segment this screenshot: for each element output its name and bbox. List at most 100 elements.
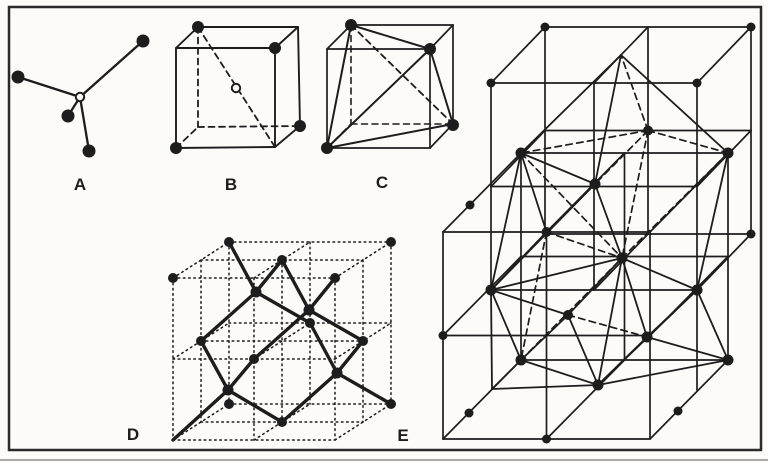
polyhedron-hidden-edges-line [520, 129, 649, 154]
tetrahedron-edges-line [326, 24, 352, 149]
atom-dot [722, 147, 734, 159]
atom-dot [691, 284, 703, 296]
polyhedron-solid-edges-line [646, 289, 698, 338]
c-tetrahedron-in-cube-tetrahedron-edges [326, 24, 454, 149]
polyhedron-hidden-edges-line [520, 257, 623, 361]
center-open-circle [230, 82, 242, 94]
label-B: B [225, 175, 237, 194]
atom-dot [515, 147, 527, 159]
atom-dot [170, 142, 182, 154]
atom-dot [541, 227, 552, 237]
dotted-grid-line [334, 241, 392, 279]
bonds-line [280, 371, 339, 424]
atom-dot [192, 21, 204, 33]
c-tetrahedron-in-cube-tetrahedron-hidden-edge [350, 24, 454, 125]
atom-dot [345, 19, 357, 31]
atom-dot [222, 384, 234, 396]
atom-dot [11, 70, 25, 84]
atom-dot [303, 304, 315, 316]
solid-edges-line [297, 26, 301, 127]
tetrahedron-edges-line [350, 24, 431, 50]
bonds-line [16, 75, 82, 99]
atom-dot [515, 354, 527, 366]
polyhedron-hidden-edges-line [621, 129, 649, 259]
label-D: D [127, 425, 139, 444]
atom-dot [321, 142, 333, 154]
dotted-grid-line [334, 403, 392, 441]
tetrahedron-edges-line [326, 48, 431, 149]
bonds-line [226, 357, 256, 392]
atom-dot [277, 255, 287, 265]
panel-border [7, 5, 763, 452]
upper-cube-edges-line [696, 26, 752, 84]
atom-dot [438, 331, 448, 340]
structure-d-diamond-lattice: D [127, 237, 396, 444]
atom-dot [746, 229, 756, 239]
lower-cube-edges-line [442, 255, 522, 337]
tetrahedron-hidden-edge-line [350, 24, 454, 125]
polyhedron-hidden-edges-line [621, 152, 729, 259]
atom-dot [616, 252, 628, 264]
atom-dot [563, 310, 573, 320]
atom-dot [540, 22, 550, 32]
atom-dot [224, 237, 234, 247]
bonds-line [171, 388, 230, 442]
polyhedron-solid-edges-line [490, 183, 596, 291]
atom-dot [589, 178, 601, 190]
polyhedron-solid-edges-line [597, 359, 729, 386]
atom-dot [592, 379, 604, 391]
atom-dot [641, 331, 653, 343]
atom-dot [269, 42, 281, 54]
dotted-grid-line [172, 241, 230, 279]
polyhedron-hidden-edges-line [545, 231, 623, 259]
polyhedron-solid-edges-line [696, 152, 729, 291]
tetrahedron-edges-line [429, 48, 454, 125]
atom-dot [294, 120, 306, 132]
atom-dot [486, 78, 496, 88]
atom-dot [692, 78, 702, 88]
atom-dot [136, 34, 150, 48]
polyhedron-solid-edges-line [621, 257, 698, 291]
atom-dot [330, 273, 340, 283]
lower-cube-edges-line [649, 359, 729, 440]
upper-cube-edges-line [696, 129, 752, 188]
atom-dot [250, 286, 262, 298]
hidden-edges-line [197, 26, 276, 148]
polyhedron-solid-edges-line [621, 257, 648, 338]
polyhedron-solid-edges-line [620, 54, 729, 154]
atom-dot [82, 144, 96, 158]
tetrahedron-edges-line [326, 123, 454, 149]
bonds-line [226, 388, 284, 424]
atom-dot [465, 200, 475, 210]
atom-dot [722, 354, 734, 366]
d-diamond-lattice-bonds [171, 240, 393, 442]
atom-dot [447, 119, 459, 131]
upper-cube-edges-line [490, 26, 546, 84]
polyhedron-solid-edges-line [594, 183, 623, 259]
atom-dot [305, 318, 315, 328]
bonds-line [254, 258, 284, 294]
atom-dot [542, 434, 551, 444]
bonds-line [254, 290, 312, 325]
polyhedron-solid-edges-line [567, 257, 623, 316]
atom-dot [168, 273, 178, 283]
polyhedron-solid-edges-line [491, 384, 599, 390]
lower-cube-edges-line [442, 152, 522, 233]
polyhedron-solid-edges-line [520, 359, 599, 386]
e-double-cube-polyhedron-polyhedron-solid-edges [490, 54, 729, 390]
upper-cube-edges-line [490, 129, 546, 188]
hidden-edges-line [197, 125, 301, 128]
atom-dot [249, 354, 259, 364]
polyhedron-solid-edges-line [520, 152, 548, 233]
label-E: E [397, 426, 408, 445]
bonds-line [199, 290, 258, 343]
atom-dot [61, 109, 75, 123]
structure-c-tetrahedron-in-cube: C [321, 19, 459, 192]
bonds-line [199, 339, 230, 392]
polyhedron-solid-edges-line [520, 54, 622, 154]
polyhedron-hidden-edges-line [647, 129, 729, 154]
bonds-line [280, 258, 311, 312]
